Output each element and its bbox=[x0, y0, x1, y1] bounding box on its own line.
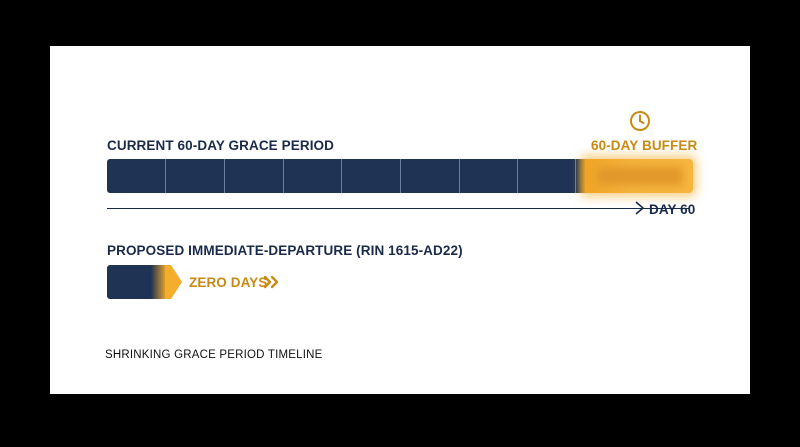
bar-segment bbox=[284, 159, 342, 193]
bar-segment bbox=[460, 159, 518, 193]
proposed-bar-transition bbox=[151, 265, 167, 299]
bar-segment bbox=[107, 159, 166, 193]
buffer-transition bbox=[576, 159, 586, 193]
axis-end-label: DAY 60 bbox=[649, 202, 696, 217]
bar-segment bbox=[401, 159, 460, 193]
current-period-bar bbox=[107, 159, 693, 193]
clock-icon bbox=[630, 111, 650, 131]
double-chevron-right-icon bbox=[263, 275, 279, 289]
timeline-card: CURRENT 60-DAY GRACE PERIOD 60-DAY BUFFE… bbox=[50, 46, 750, 394]
proposed-label: PROPOSED IMMEDIATE-DEPARTURE (RIN 1615-A… bbox=[107, 243, 463, 258]
buffer-block bbox=[585, 159, 693, 193]
bar-segment bbox=[225, 159, 284, 193]
bar-segment bbox=[342, 159, 401, 193]
current-period-label: CURRENT 60-DAY GRACE PERIOD bbox=[107, 138, 334, 153]
proposed-arrow-tip bbox=[165, 265, 182, 299]
zero-days-label: ZERO DAYS bbox=[189, 275, 268, 290]
axis-arrowhead bbox=[635, 201, 645, 215]
buffer-label: 60-DAY BUFFER bbox=[591, 138, 698, 153]
bar-segment bbox=[518, 159, 576, 193]
buffer-glow bbox=[597, 167, 683, 185]
timeline-axis bbox=[107, 208, 689, 209]
bar-segment bbox=[166, 159, 225, 193]
figure-caption: SHRINKING GRACE PERIOD TIMELINE bbox=[105, 349, 323, 361]
proposed-bar bbox=[107, 265, 182, 299]
